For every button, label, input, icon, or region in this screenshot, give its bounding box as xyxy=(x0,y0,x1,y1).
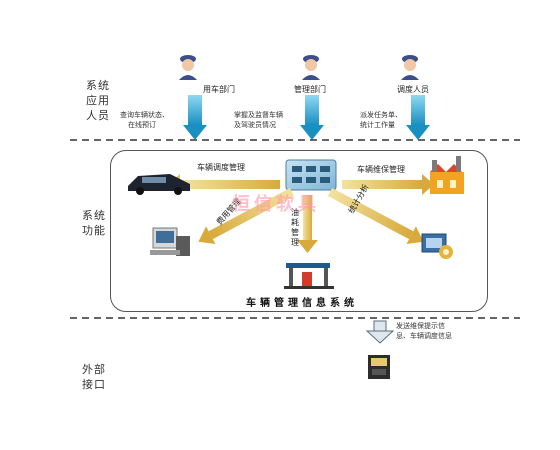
system-boundary xyxy=(110,150,488,312)
arrow-down-left-cost xyxy=(198,188,295,245)
server-icon xyxy=(285,159,337,191)
section-label-external: 外部接口 xyxy=(82,363,106,391)
down-arrow-icon xyxy=(406,95,430,140)
computer-icon xyxy=(150,227,190,256)
role-desc-line: 查询车辆状态、 xyxy=(120,111,169,119)
arrow-down-fuel xyxy=(297,195,318,253)
person-icon xyxy=(179,55,197,80)
external-note-line: 息、车辆调度信息 xyxy=(396,332,452,340)
system-title: 车辆管理信息系统 xyxy=(246,298,358,309)
arrow-right-maintenance xyxy=(342,174,434,195)
down-arrow-icon xyxy=(300,95,324,140)
role-label: 调度人员 xyxy=(397,85,429,94)
down-arrow-icon xyxy=(183,95,207,140)
car-icon xyxy=(128,174,190,195)
role-desc-line: 掌握及监督车辆 xyxy=(234,111,283,119)
gas-station-icon xyxy=(284,263,334,289)
role-label: 用车部门 xyxy=(203,85,235,94)
role-desc-line: 派发任务单、 xyxy=(360,111,402,119)
role-desc-line: 在线预订 xyxy=(128,121,156,129)
section-label-users: 系统应用人员 xyxy=(86,79,110,122)
analytics-icon xyxy=(421,233,453,259)
role-desc-line: 及驾驶员情况 xyxy=(234,121,276,129)
external-note-line: 发送维保提示信 xyxy=(396,322,445,330)
person-icon xyxy=(401,55,419,80)
factory-icon xyxy=(430,156,464,194)
role-label: 管理部门 xyxy=(294,85,326,94)
watermark: 恒信软具 xyxy=(232,194,320,215)
arrow-down-right-stats xyxy=(327,188,424,245)
function-label-maintenance: 车辆维保管理 xyxy=(357,165,405,174)
function-label-dispatch: 车辆调度管理 xyxy=(197,163,245,172)
person-icon xyxy=(302,55,320,80)
external-down-arrow-icon xyxy=(365,320,395,344)
function-label-fuel: 油耗管理 xyxy=(291,208,299,247)
section-label-functions: 系统功能 xyxy=(82,209,106,237)
role-desc-line: 统计工作量 xyxy=(360,121,395,129)
phone-icon xyxy=(368,355,390,379)
